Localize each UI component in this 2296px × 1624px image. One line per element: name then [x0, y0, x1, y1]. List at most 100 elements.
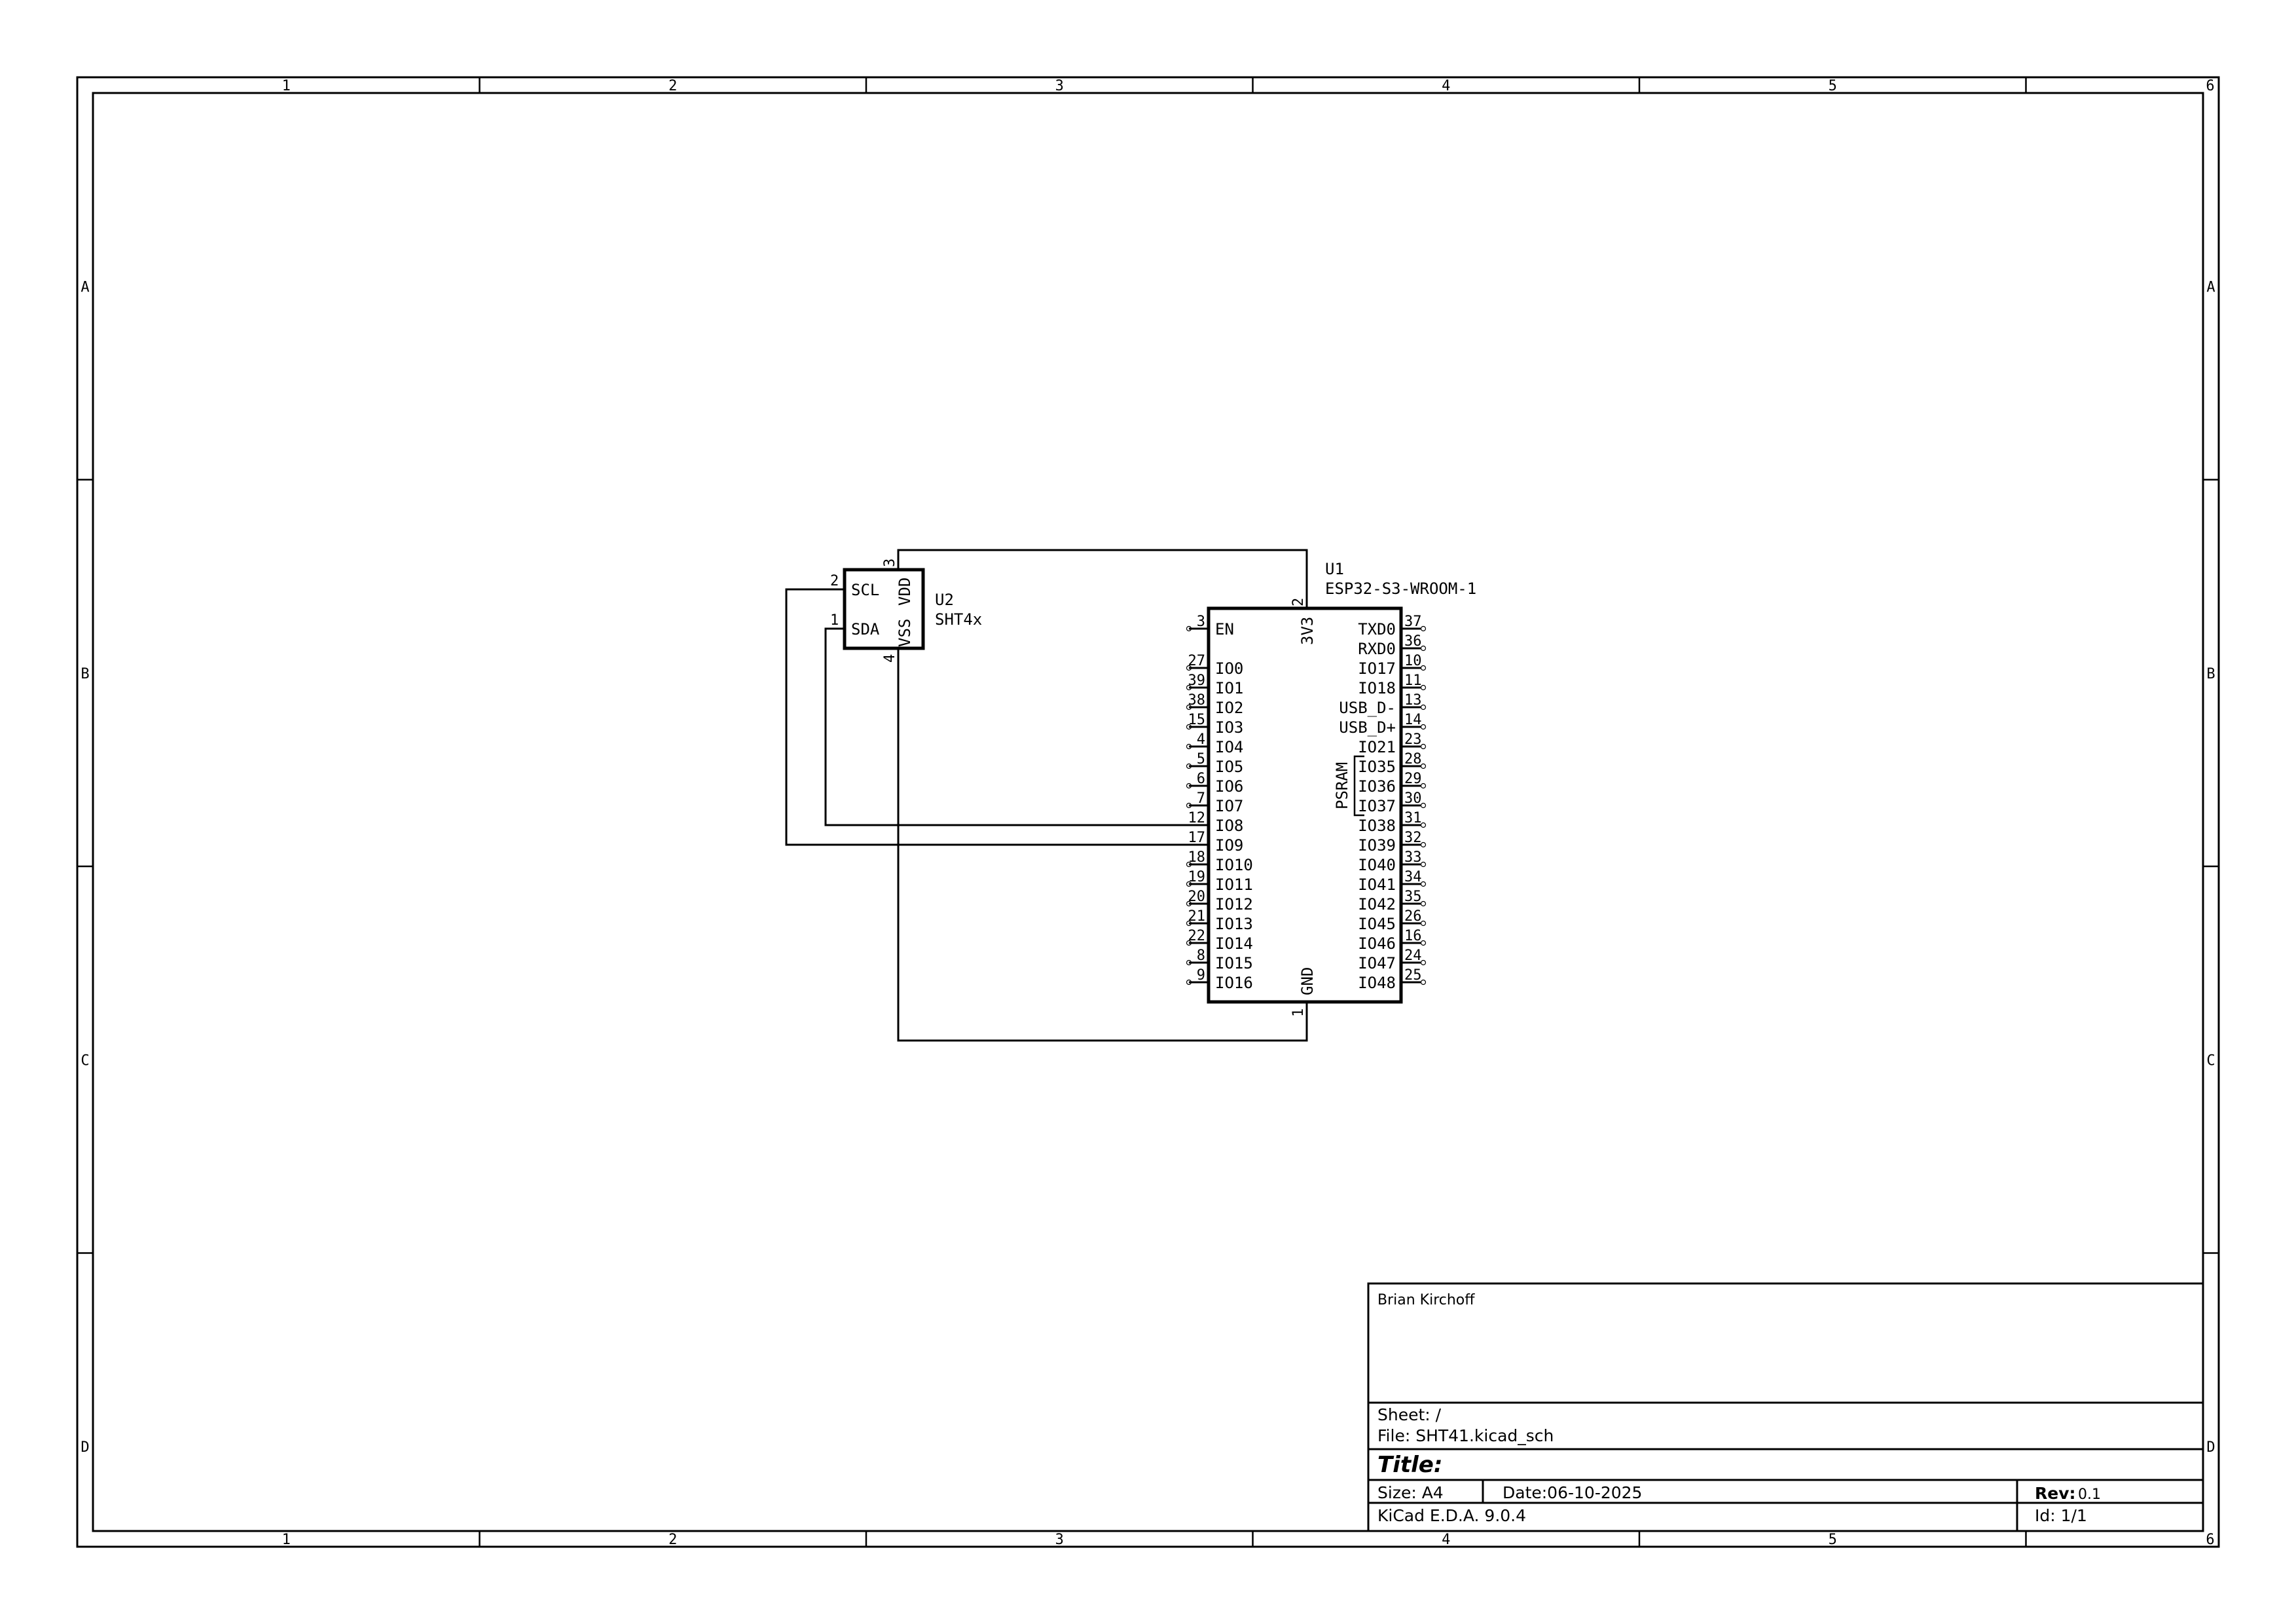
pin-number: 24 — [1404, 948, 1422, 964]
pin-number: 39 — [1188, 673, 1206, 689]
unconnected-pin-icon — [1420, 724, 1427, 730]
pin-name: IO13 — [1215, 915, 1253, 933]
wire-scl-io9[interactable] — [785, 588, 1209, 846]
pin-name: IO7 — [1215, 797, 1243, 815]
unconnected-pin-icon — [1186, 940, 1192, 946]
pin-name: IO39 — [1358, 836, 1396, 855]
unconnected-pin-icon — [1420, 645, 1427, 652]
pin-number: 19 — [1188, 869, 1206, 885]
unconnected-pin-icon — [1420, 900, 1427, 907]
title-label: Title: — [1377, 1452, 1442, 1478]
u1-pin-io1[interactable]: IO1 39 — [1186, 673, 1244, 697]
pin-number: 26 — [1404, 908, 1422, 925]
sheet-frame — [76, 76, 2220, 1548]
u1-pin-3v3-number: 2 — [1290, 598, 1307, 606]
unconnected-pin-icon — [1186, 724, 1192, 730]
pin-name: IO14 — [1215, 934, 1253, 953]
pin-name: IO1 — [1215, 679, 1243, 697]
pin-name: IO21 — [1358, 738, 1396, 756]
u1-reference: U1 — [1325, 560, 1344, 578]
sheet-size: Size: A4 — [1377, 1483, 1444, 1502]
unconnected-pin-icon — [1420, 920, 1427, 927]
u1-pin-io21[interactable]: IO21 23 — [1358, 731, 1427, 756]
pin-name: IO0 — [1215, 659, 1243, 678]
row-label-left: C — [81, 1052, 89, 1069]
pin-name: IO16 — [1215, 974, 1253, 992]
u1-body[interactable] — [1207, 606, 1403, 1004]
wire-sda-io8[interactable] — [824, 627, 1209, 826]
u1-value: ESP32-S3-WROOM-1 — [1325, 580, 1476, 598]
pin-number: 5 — [1197, 751, 1205, 767]
pin-number: 22 — [1188, 928, 1206, 944]
u1-pin-io14[interactable]: IO14 22 — [1186, 928, 1253, 953]
pin-name: IO35 — [1358, 758, 1396, 776]
component-u1[interactable]: U1 ESP32-S3-WROOM-1 3V3 2 GND 1 PSRAM EN… — [1186, 560, 1477, 1017]
unconnected-pin-icon — [1420, 861, 1427, 868]
wire-vdd-3v3[interactable] — [897, 549, 1308, 608]
unconnected-pin-icon — [1420, 625, 1427, 632]
file-name: File: SHT41.kicad_sch — [1377, 1426, 1554, 1445]
unconnected-pin-icon — [1186, 900, 1192, 907]
unconnected-pin-icon — [1186, 881, 1192, 887]
unconnected-pin-icon — [1420, 841, 1427, 848]
unconnected-pin-icon — [1186, 704, 1192, 710]
u2-value: SHT4x — [935, 610, 982, 629]
u1-pin-io45[interactable]: IO45 26 — [1358, 908, 1427, 933]
pin-number: 11 — [1404, 673, 1422, 689]
pin-name: IO42 — [1358, 895, 1396, 913]
column-label-bottom: 2 — [668, 1532, 677, 1548]
pin-number: 36 — [1404, 633, 1422, 650]
u1-pin-usb-d-minus[interactable]: USB_D-13 — [1339, 692, 1427, 717]
component-u2[interactable]: SCL SDA 2 1 VDD VSS 3 4 U2 SHT4x — [830, 559, 982, 663]
row-label-left: B — [81, 666, 89, 682]
u2-body[interactable] — [843, 568, 925, 650]
u2-pin-sda-number: 1 — [830, 612, 839, 629]
pin-name: IO45 — [1358, 915, 1396, 933]
column-label-top: 4 — [1442, 78, 1450, 94]
u1-pin-usb-d-minus[interactable]: USB_D+14 — [1339, 712, 1427, 737]
sheet-path: Sheet: / — [1377, 1405, 1442, 1424]
psram-bracket — [1353, 755, 1364, 817]
pin-name: IO4 — [1215, 738, 1243, 756]
pin-name: IO37 — [1358, 797, 1396, 815]
column-label-top: 1 — [282, 78, 291, 94]
unconnected-pin-icon — [1186, 684, 1192, 691]
pin-number: 10 — [1404, 653, 1422, 669]
pin-number: 23 — [1404, 731, 1422, 748]
pin-name: IO41 — [1358, 876, 1396, 894]
u1-pin-en[interactable]: EN3 — [1186, 614, 1234, 638]
unconnected-pin-icon — [1420, 704, 1427, 710]
u2-reference: U2 — [935, 591, 954, 609]
